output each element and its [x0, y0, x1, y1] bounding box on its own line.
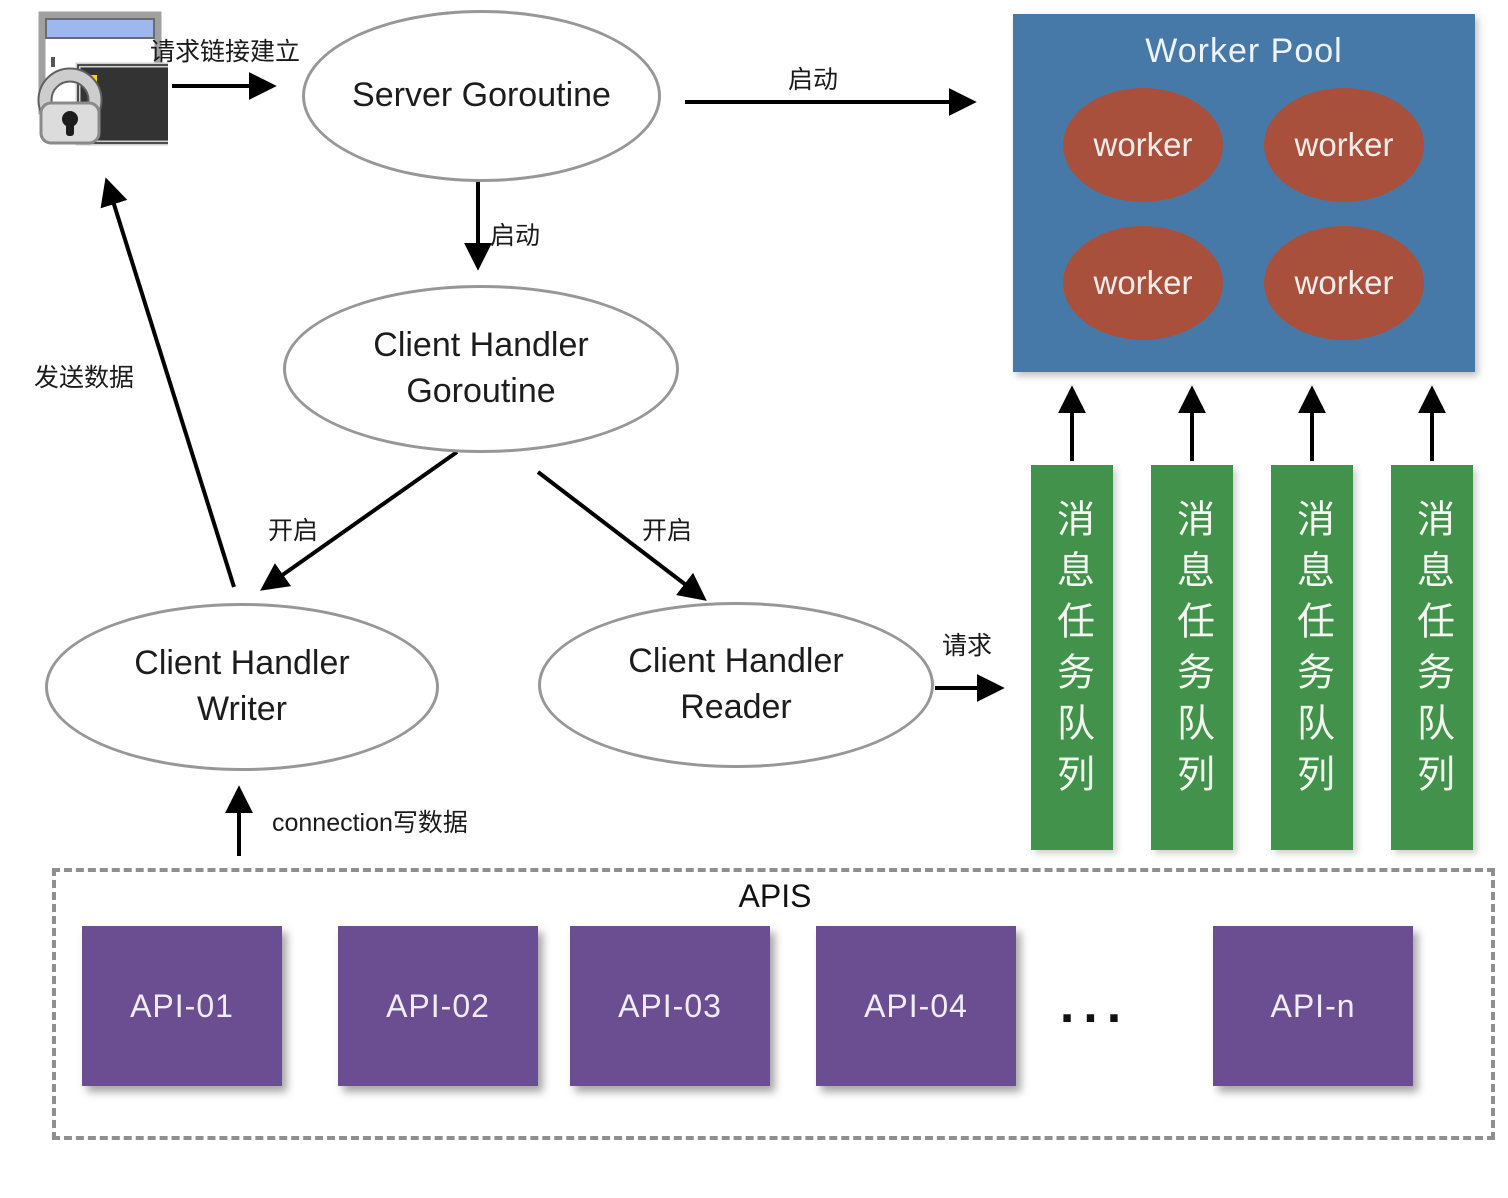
api-label-03: API-03	[618, 987, 722, 1024]
api-label-04: API-04	[864, 987, 968, 1024]
edge-label-request: 请求	[942, 632, 993, 660]
client-handler-writer-label-line2: Writer	[196, 690, 287, 728]
worker-pool-title: Worker Pool	[1145, 32, 1343, 70]
message-task-queue-label-3: 消息任务队列	[1290, 499, 1333, 805]
message-task-queue-1: 消息任务队列	[1031, 465, 1113, 850]
message-task-queue-label-2: 消息任务队列	[1170, 499, 1213, 805]
client-handler-goroutine-node: Client Handler Goroutine	[283, 285, 679, 453]
edge-label-start-down: 启动	[490, 222, 541, 250]
server-goroutine-label: Server Goroutine	[352, 76, 611, 115]
server-goroutine-node: Server Goroutine	[302, 10, 661, 182]
client-handler-reader-node: Client Handler Reader	[538, 602, 934, 768]
api-box-04: API-04	[816, 926, 1016, 1086]
apis-container	[52, 868, 1495, 1140]
apis-title: APIS	[738, 878, 812, 914]
client-handler-writer-node: Client Handler Writer	[45, 603, 439, 771]
secure-terminal-lock-icon	[18, 5, 175, 150]
message-task-queue-label-1: 消息任务队列	[1050, 499, 1093, 805]
message-task-queue-3: 消息任务队列	[1271, 465, 1353, 850]
edge-label-open-left: 开启	[268, 517, 319, 545]
client-handler-reader-label-line1: Client Handler	[628, 642, 844, 681]
api-box-03: API-03	[570, 926, 770, 1086]
worker-node-4: worker	[1264, 226, 1424, 340]
api-label-n: API-n	[1270, 987, 1356, 1024]
api-box-n: API-n	[1213, 926, 1413, 1086]
message-task-queue-2: 消息任务队列	[1151, 465, 1233, 850]
edge-label-start-top: 启动	[788, 66, 839, 94]
worker-pool-container: Worker Pool worker worker worker worker	[1013, 14, 1475, 372]
client-handler-goroutine-label-line1: Client Handler	[373, 326, 589, 365]
worker-label-2: worker	[1294, 126, 1394, 163]
message-task-queue-label-4: 消息任务队列	[1410, 499, 1453, 805]
worker-label-3: worker	[1093, 264, 1193, 301]
client-handler-reader-label-line2: Reader	[680, 688, 792, 726]
api-box-02: API-02	[338, 926, 538, 1086]
api-label-02: API-02	[386, 987, 490, 1024]
client-handler-writer-label-line1: Client Handler	[134, 644, 350, 683]
message-task-queue-4: 消息任务队列	[1391, 465, 1473, 850]
edge-label-request-link-setup: 请求链接建立	[150, 38, 301, 66]
edge-label-connection-write: connection写数据	[272, 809, 468, 837]
apis-ellipsis: ...	[1059, 976, 1131, 1034]
worker-node-1: worker	[1063, 88, 1223, 202]
worker-label-1: worker	[1093, 126, 1193, 163]
worker-label-4: worker	[1294, 264, 1394, 301]
api-label-01: API-01	[130, 987, 234, 1024]
edge-label-open-right: 开启	[642, 517, 693, 545]
client-handler-goroutine-label-line2: Goroutine	[406, 372, 556, 410]
api-box-01: API-01	[82, 926, 282, 1086]
worker-node-2: worker	[1264, 88, 1424, 202]
edge-label-send-data: 发送数据	[34, 364, 135, 392]
worker-node-3: worker	[1063, 226, 1223, 340]
